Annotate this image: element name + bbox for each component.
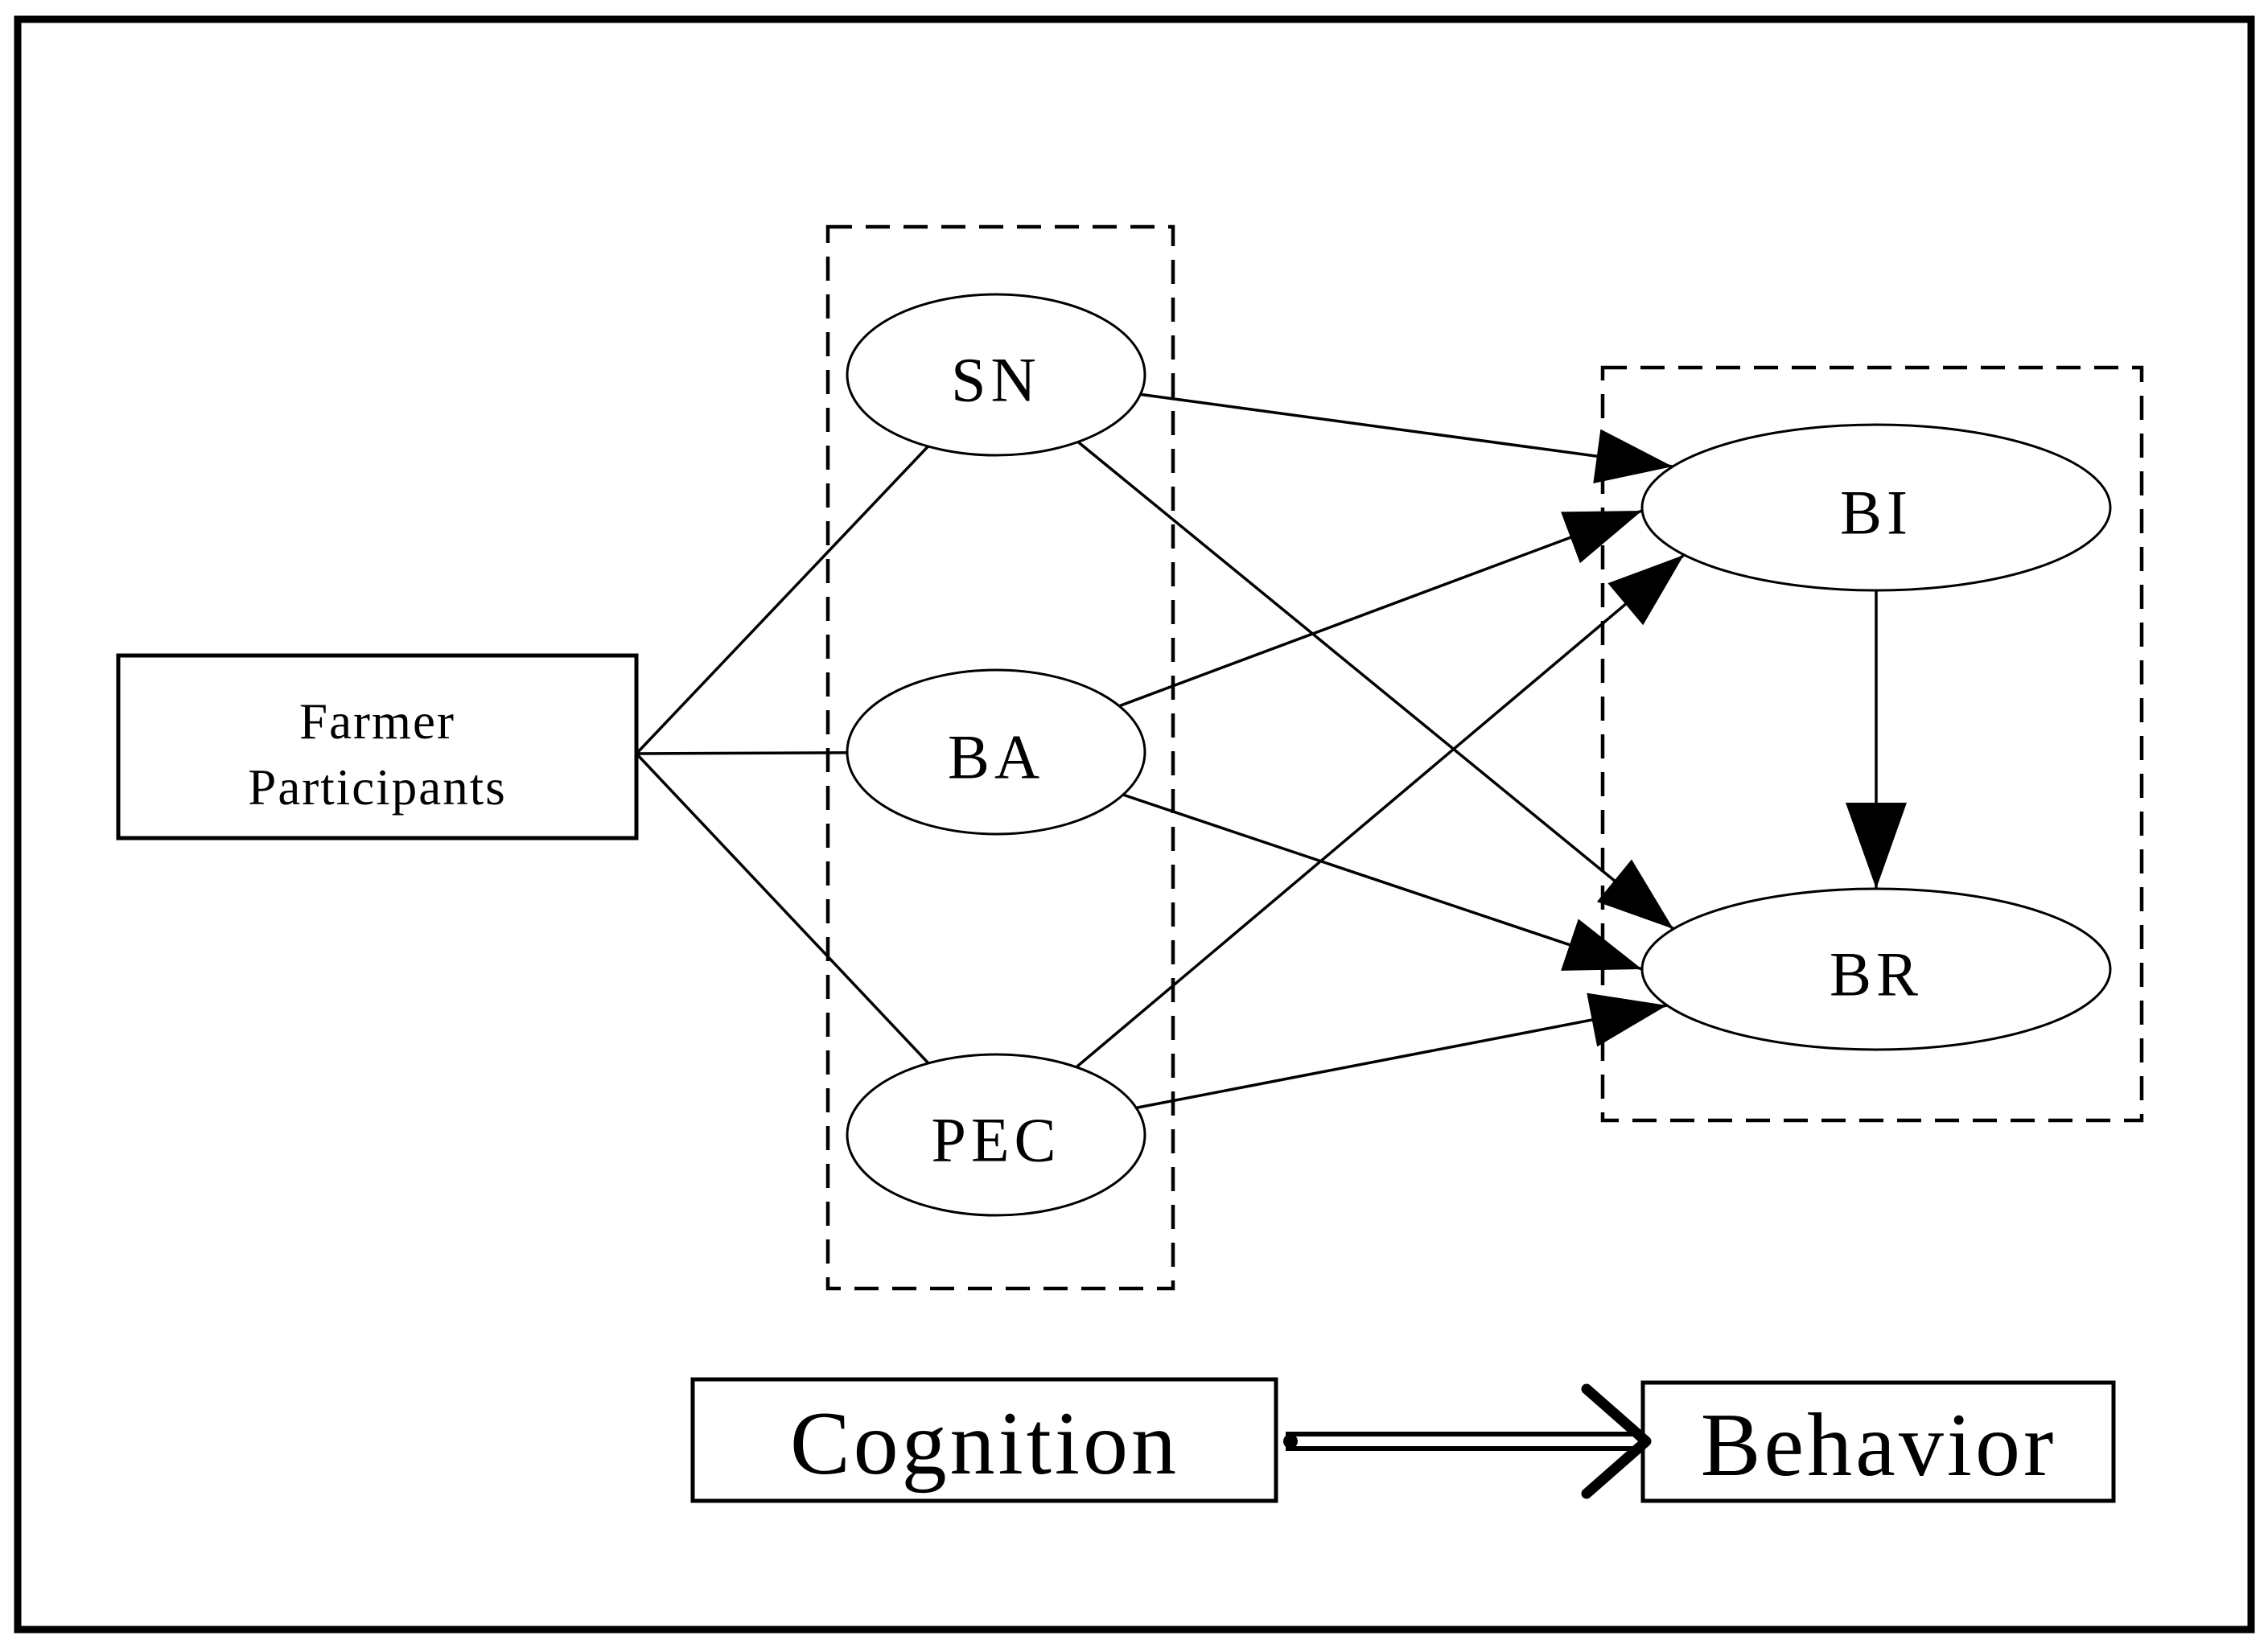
pec-label: PEC — [931, 1105, 1060, 1175]
cognition-group-box — [825, 224, 1175, 1291]
ba-label: BA — [948, 722, 1044, 792]
br-label: BR — [1830, 939, 1923, 1009]
behavior-group-box — [1600, 365, 2144, 1123]
node-farmer: Farmer Participants — [116, 653, 639, 840]
pec-ellipse — [846, 1053, 1146, 1217]
edge-sn-br — [994, 373, 1675, 931]
arrowhead-sn-br — [1596, 859, 1673, 929]
arrowhead-ba-br — [1561, 919, 1642, 971]
edge-pec-bi — [994, 553, 1686, 1136]
arrowheads — [1561, 429, 1907, 1047]
sn-ellipse — [846, 293, 1146, 457]
arrowhead-pec-br — [1587, 993, 1667, 1047]
cognition-box — [690, 1377, 1278, 1503]
node-ba: BA — [846, 668, 1146, 836]
node-pec: PEC — [846, 1053, 1146, 1217]
arrowhead-pec-bi — [1607, 555, 1684, 626]
behavior-box — [1640, 1380, 2116, 1503]
arrowhead-ba-bi — [1561, 511, 1642, 564]
behavior-label: Behavior — [1701, 1395, 2057, 1495]
cognition-label: Cognition — [790, 1394, 1179, 1494]
cognition-behavior-arrow — [1283, 1383, 1652, 1499]
bi-ellipse — [1640, 423, 2112, 592]
node-sn: SN — [846, 293, 1146, 457]
ba-ellipse — [846, 668, 1146, 836]
arrow-start-dot — [1283, 1434, 1298, 1449]
figure-border — [14, 15, 2255, 1634]
bi-label: BI — [1840, 478, 1912, 548]
farmer-label-line1: Farmer — [299, 693, 455, 750]
sn-label: SN — [951, 345, 1041, 415]
footer-row: Cognition Behavior — [690, 1377, 2116, 1503]
open-chevron-arrowhead-icon — [1581, 1383, 1652, 1499]
node-bi: BI — [1640, 423, 2112, 592]
farmer-label-line2: Participants — [248, 759, 506, 816]
arrowhead-sn-bi — [1593, 429, 1673, 483]
node-br: BR — [1640, 887, 2112, 1051]
arrowhead-bi-br — [1846, 803, 1907, 889]
farmer-box — [116, 653, 639, 840]
